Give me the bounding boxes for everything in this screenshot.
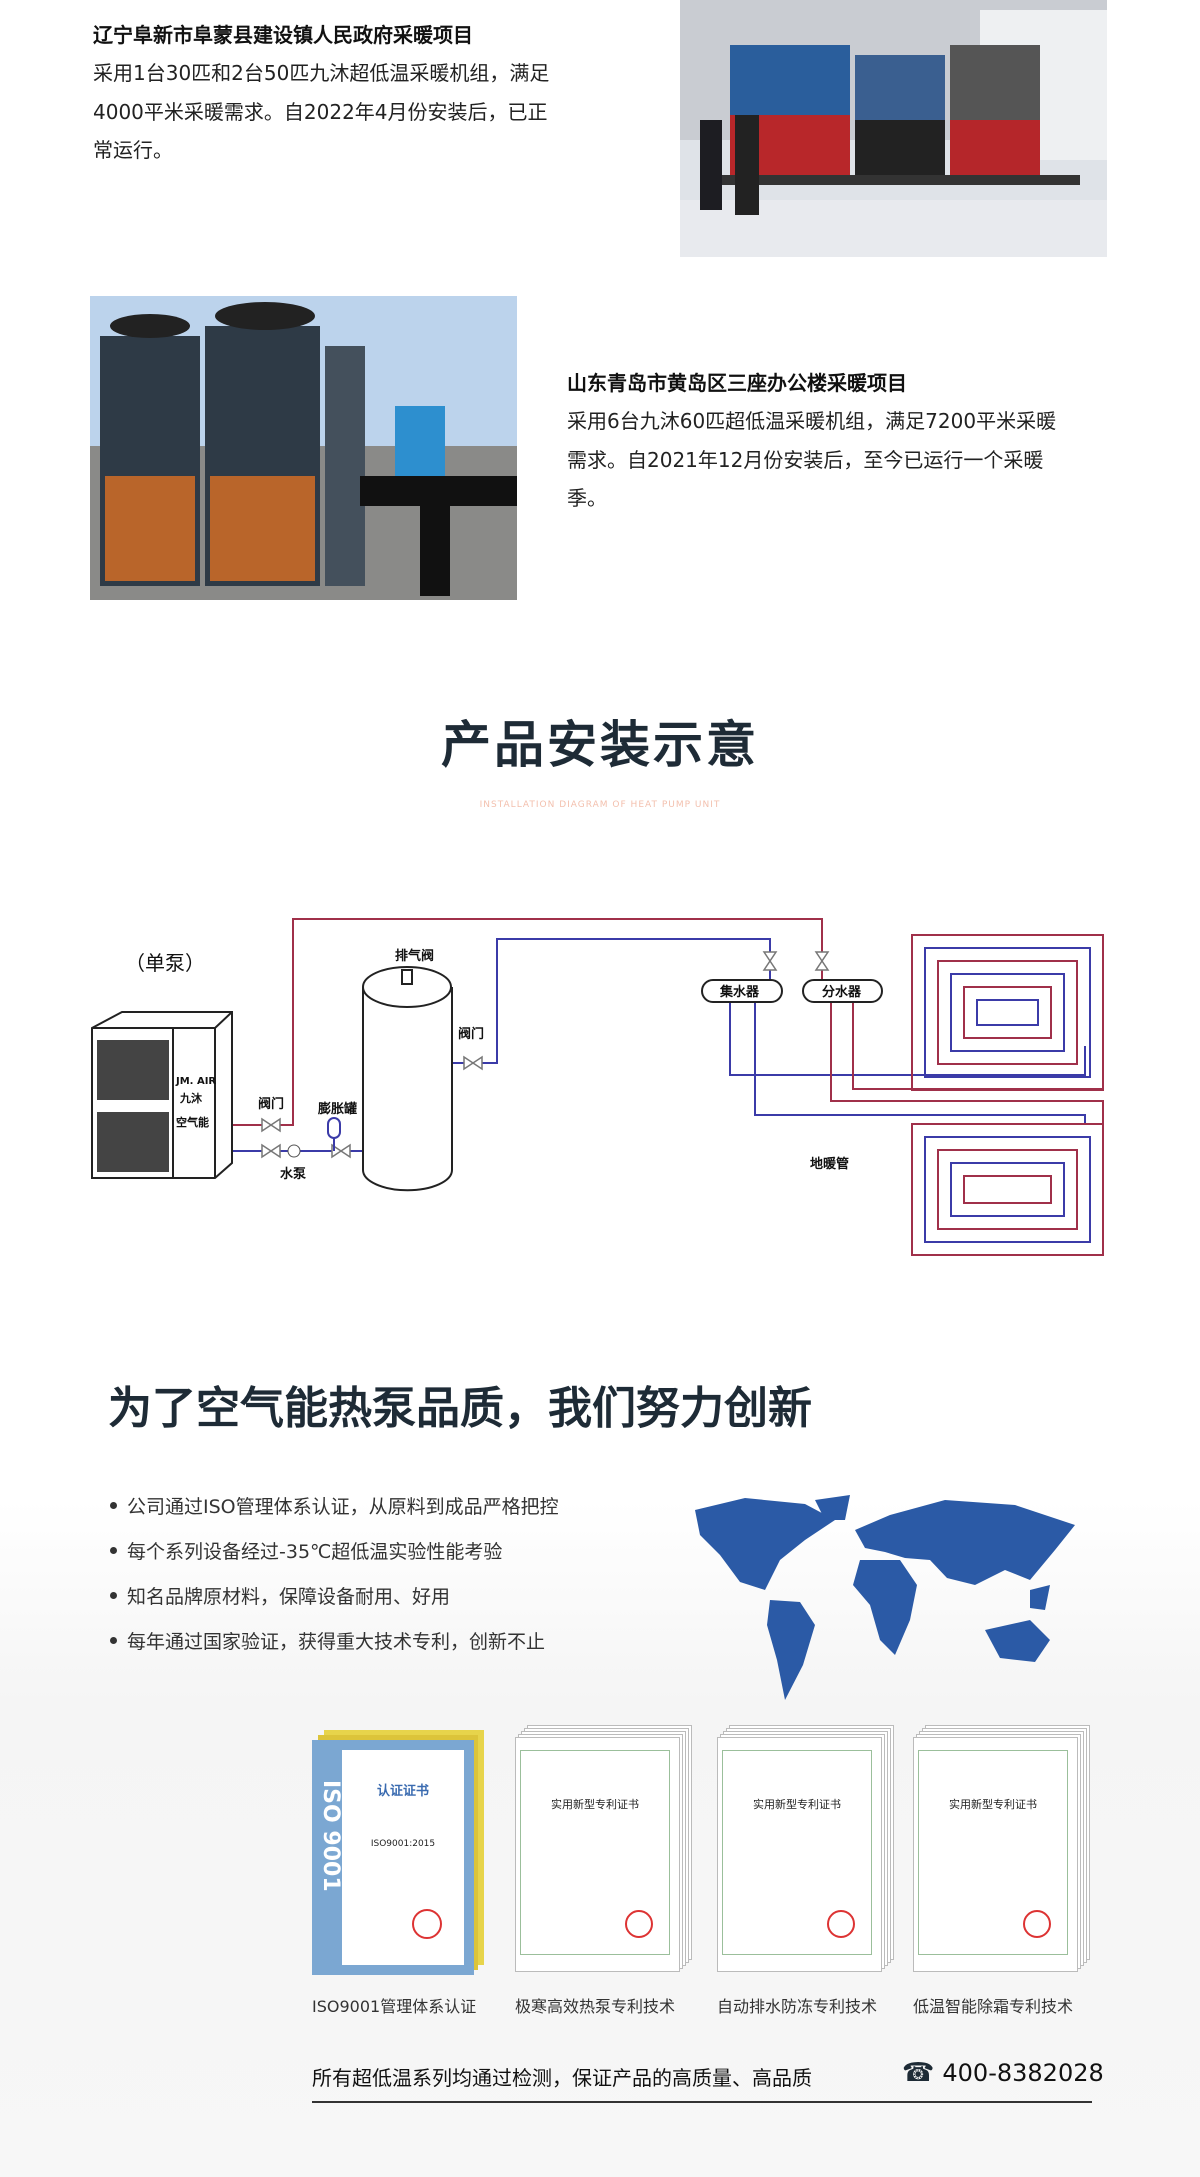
distributor-label: 分水器 [822,984,862,1000]
project-line: 4000平米采暖需求。自2022年4月份安装后，已正 [93,99,548,124]
floor-heating-loop [976,999,1039,1026]
install-subtitle: INSTALLATION DIAGRAM OF HEAT PUMP UNIT [479,800,721,810]
brand-cn-label: 九沐 [179,1091,203,1105]
project-1-photo [680,0,1107,257]
bullet-item: 每年通过国家验证，获得重大技术专利，创新不止 [110,1618,559,1663]
brand-label: JM. AIR [175,1076,216,1087]
cert-iso: ISO 9001 认证证书 ISO9001:2015 [312,1730,485,1975]
collector [701,979,783,1003]
valve2-label: 阀门 [458,1026,484,1042]
floor-heating-loop [937,1149,1078,1230]
expansion-tank-icon [327,1117,341,1139]
floor-heating-loop [963,986,1052,1039]
cert-patent: 实用新型专利证书 [717,1725,897,1975]
cert-caption: 低温智能除霜专利技术 [913,1997,1074,2016]
water-tank [362,966,453,1192]
installation-diagram: JM. AIR 九沐 空气能 （单泵） 阀门 水泵 膨胀罐 排气阀 阀门 集水器… [91,918,1104,1256]
collector-label: 集水器 [719,984,760,1000]
bullet-item: 公司通过ISO管理体系认证，从原料到成品严格把控 [110,1483,559,1528]
distributor [802,979,883,1003]
single-pump-label: （单泵） [125,951,205,975]
footer-divider [312,2101,1092,2103]
floor-heating-loop [950,1162,1065,1217]
cert-patent: 实用新型专利证书 [913,1725,1093,1975]
cert-caption: 极寒高效热泵专利技术 [515,1997,676,2016]
bullet-item: 每个系列设备经过-35℃超低温实验性能考验 [110,1528,559,1573]
expansion-tank-label: 膨胀罐 [317,1101,357,1117]
hot-pipe [232,918,823,1126]
project-1: 辽宁阜新市阜蒙县建设镇人民政府采暖项目 采用1台30匹和2台50匹九沐超低温采暖… [93,16,549,170]
project-2: 山东青岛市黄岛区三座办公楼采暖项目 采用6台九沐60匹超低温采暖机组，满足720… [567,364,1056,518]
floor-heating-loop [911,1123,1104,1256]
vent-valve-label: 排气阀 [395,948,434,964]
floor-pipe-label: 地暖管 [810,1156,849,1172]
floor-heating-loop [937,960,1078,1065]
phone-icon: ☎ [902,2058,935,2088]
floor-heating-loop [963,1175,1052,1204]
project-line: 采用1台30匹和2台50匹九沐超低温采暖机组，满足 [93,61,550,85]
project-title: 山东青岛市黄岛区三座办公楼采暖项目 [567,371,907,395]
project-title: 辽宁阜新市阜蒙县建设镇人民政府采暖项目 [93,23,473,47]
footer-slogan: 所有超低温系列均通过检测，保证产品的高质量、高品质 [312,2066,812,2090]
install-title: 产品安装示意 [441,716,759,774]
pump-label: 水泵 [280,1166,306,1182]
project-line: 采用6台九沐60匹超低温采暖机组，满足7200平米采暖 [567,409,1057,433]
bullet-item: 知名品牌原材料，保障设备耐用、好用 [110,1573,559,1618]
quality-bullets: 公司通过ISO管理体系认证，从原料到成品严格把控 每个系列设备经过-35℃超低温… [110,1483,559,1663]
floor-heating-loop [950,973,1065,1052]
heat-pump-unit [91,1011,233,1179]
pump-icon [287,1144,301,1158]
floor-heating-loop [924,947,1091,1078]
quality-title: 为了空气能热泵品质，我们努力创新 [108,1383,812,1434]
project-2-photo [90,296,517,600]
world-map [695,1495,1075,1700]
project-line: 需求。自2021年12月份安装后，至今已运行一个采暖 [567,447,1044,472]
cert-caption: ISO9001管理体系认证 [312,1997,477,2016]
cert-patent: 实用新型专利证书 [515,1725,695,1975]
phone: ☎ 400-8382028 [902,2058,1104,2088]
floor-heating-loop [911,934,1104,1091]
valve-icon [261,951,830,1159]
cert-caption: 自动排水防冻专利技术 [717,1997,878,2016]
brand-cn2-label: 空气能 [176,1115,209,1129]
valve-label: 阀门 [258,1096,284,1112]
project-line: 常运行。 [93,138,173,162]
floor-heating-loop [924,1136,1091,1243]
project-line: 季。 [567,486,607,510]
